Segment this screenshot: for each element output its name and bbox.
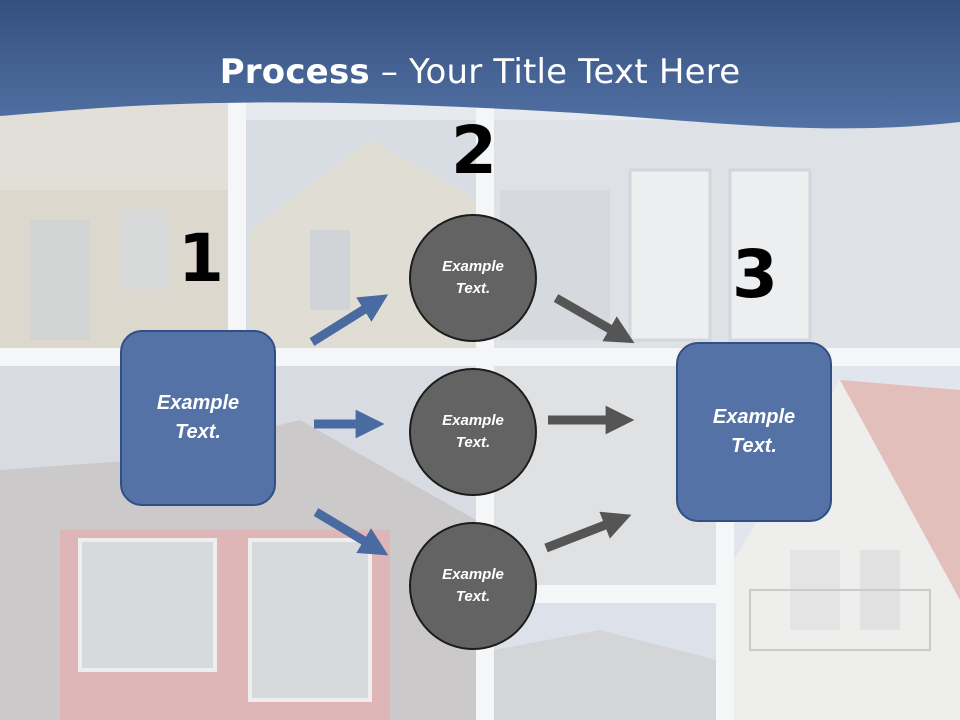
header-band [0, 0, 960, 129]
step-number-3: 3 [732, 236, 778, 313]
arrow-circle-bottom-to-3 [544, 511, 632, 553]
arrow-1-to-circle-top [309, 294, 389, 346]
step-2-circle-bottom: Example Text. [409, 522, 537, 650]
circle-middle-line2: Text. [455, 434, 491, 451]
step-3-line2: Text. [731, 435, 777, 457]
arrow-circle-top-to-3 [553, 294, 635, 344]
step-2-circle-top: Example Text. [409, 214, 537, 342]
step-2-circle-middle: Example Text. [409, 368, 537, 496]
arrow-1-to-circle-bottom [313, 508, 389, 556]
circle-top-line2: Text. [455, 280, 491, 297]
step-1-line1: Example [156, 392, 240, 414]
circle-top-line1: Example [442, 257, 504, 275]
circle-bottom-line1: Example [442, 565, 504, 583]
step-3-line1: Example [712, 406, 796, 428]
title-rest: – Your Title Text Here [369, 52, 741, 92]
page-title: Process – Your Title Text Here [0, 52, 960, 92]
step-number-2: 2 [451, 112, 497, 189]
step-number-1: 1 [178, 220, 224, 297]
title-bold: Process [219, 52, 370, 92]
step-3-box: Example Text. [676, 342, 832, 522]
circle-bottom-line2: Text. [455, 588, 491, 605]
step-1-line2: Text. [175, 421, 221, 443]
circle-middle-line1: Example [442, 411, 504, 429]
step-1-box: Example Text. [120, 330, 276, 506]
